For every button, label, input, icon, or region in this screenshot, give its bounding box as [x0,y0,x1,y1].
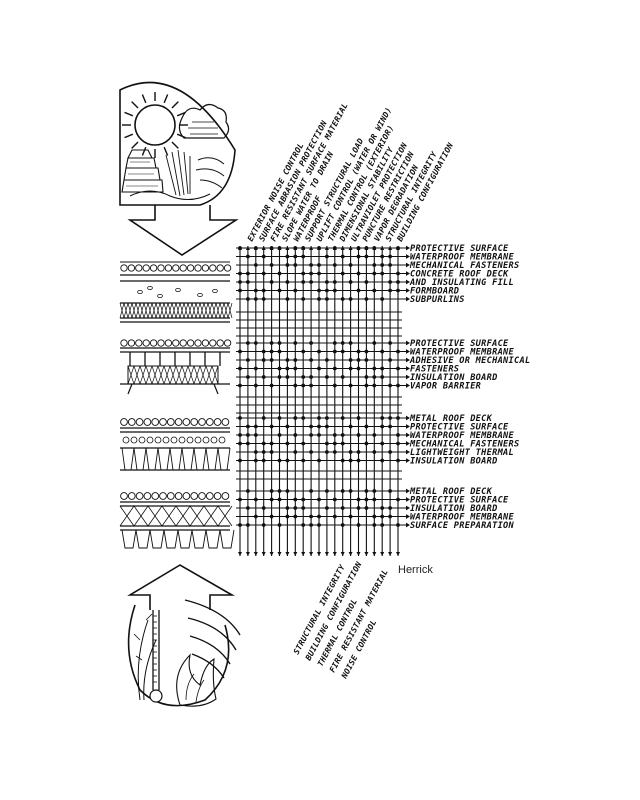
layer-label: WATERPROOF MEMBRANE [410,431,515,441]
layer-label: FASTENERS [410,365,459,375]
roof-section-3 [120,418,231,471]
sun-icon [122,92,188,158]
roof-section-4 [119,492,235,549]
layer-label: PROTECTIVE SURFACE [410,244,509,254]
roof-section-2 [120,339,232,395]
credit-label: Herrick [398,564,433,576]
layer-label: SURFACE PREPARATION [410,521,515,531]
up-arrow-icon [127,564,235,610]
building-icon [121,149,164,193]
cloud-icon [178,103,230,139]
layer-label: METAL ROOF DECK [409,487,493,497]
thermometer-icon [149,610,163,703]
plant-icon [133,613,157,701]
layer-label: PROTECTIVE SURFACE [410,423,509,433]
roof-section-1 [119,261,233,323]
layer-label: CONCRETE ROOF DECK [410,270,509,280]
layer-label: INSULATION BOARD [410,504,498,514]
layer-label: AND INSULATING FILL [409,278,514,288]
layer-label: ADHESIVE OR MECHANICAL [409,356,530,366]
down-arrow-icon [127,205,239,256]
layer-label: MECHANICAL FASTENERS [409,440,519,450]
function-layer-matrix [236,245,410,556]
exterior-environment-illustration [119,81,236,206]
interior-environment-illustration [127,599,241,707]
rain-icon [165,149,191,197]
layer-label: INSULATION BOARD [410,373,498,383]
sound-waves-icon [184,599,241,679]
layer-label: MECHANICAL FASTENERS [409,261,519,271]
layer-label: METAL ROOF DECK [409,414,493,424]
layer-label: SUBPURLINS [410,295,465,305]
layer-label: WATERPROOF MEMBRANE [410,513,515,523]
layer-label: FORMBOARD [410,287,459,297]
wind-icon [195,157,225,189]
layer-label: WATERPROOF MEMBRANE [410,348,515,358]
layer-label: PROTECTIVE SURFACE [410,496,509,506]
layer-label: INSULATION BOARD [410,457,498,467]
layer-label: WATERPROOF MEMBRANE [410,253,515,263]
layer-label: LIGHTWEIGHT THERMAL [410,448,514,458]
layer-label: VAPOR BARRIER [410,382,481,392]
flame-icon [176,653,217,707]
layer-label: PROTECTIVE SURFACE [410,339,509,349]
